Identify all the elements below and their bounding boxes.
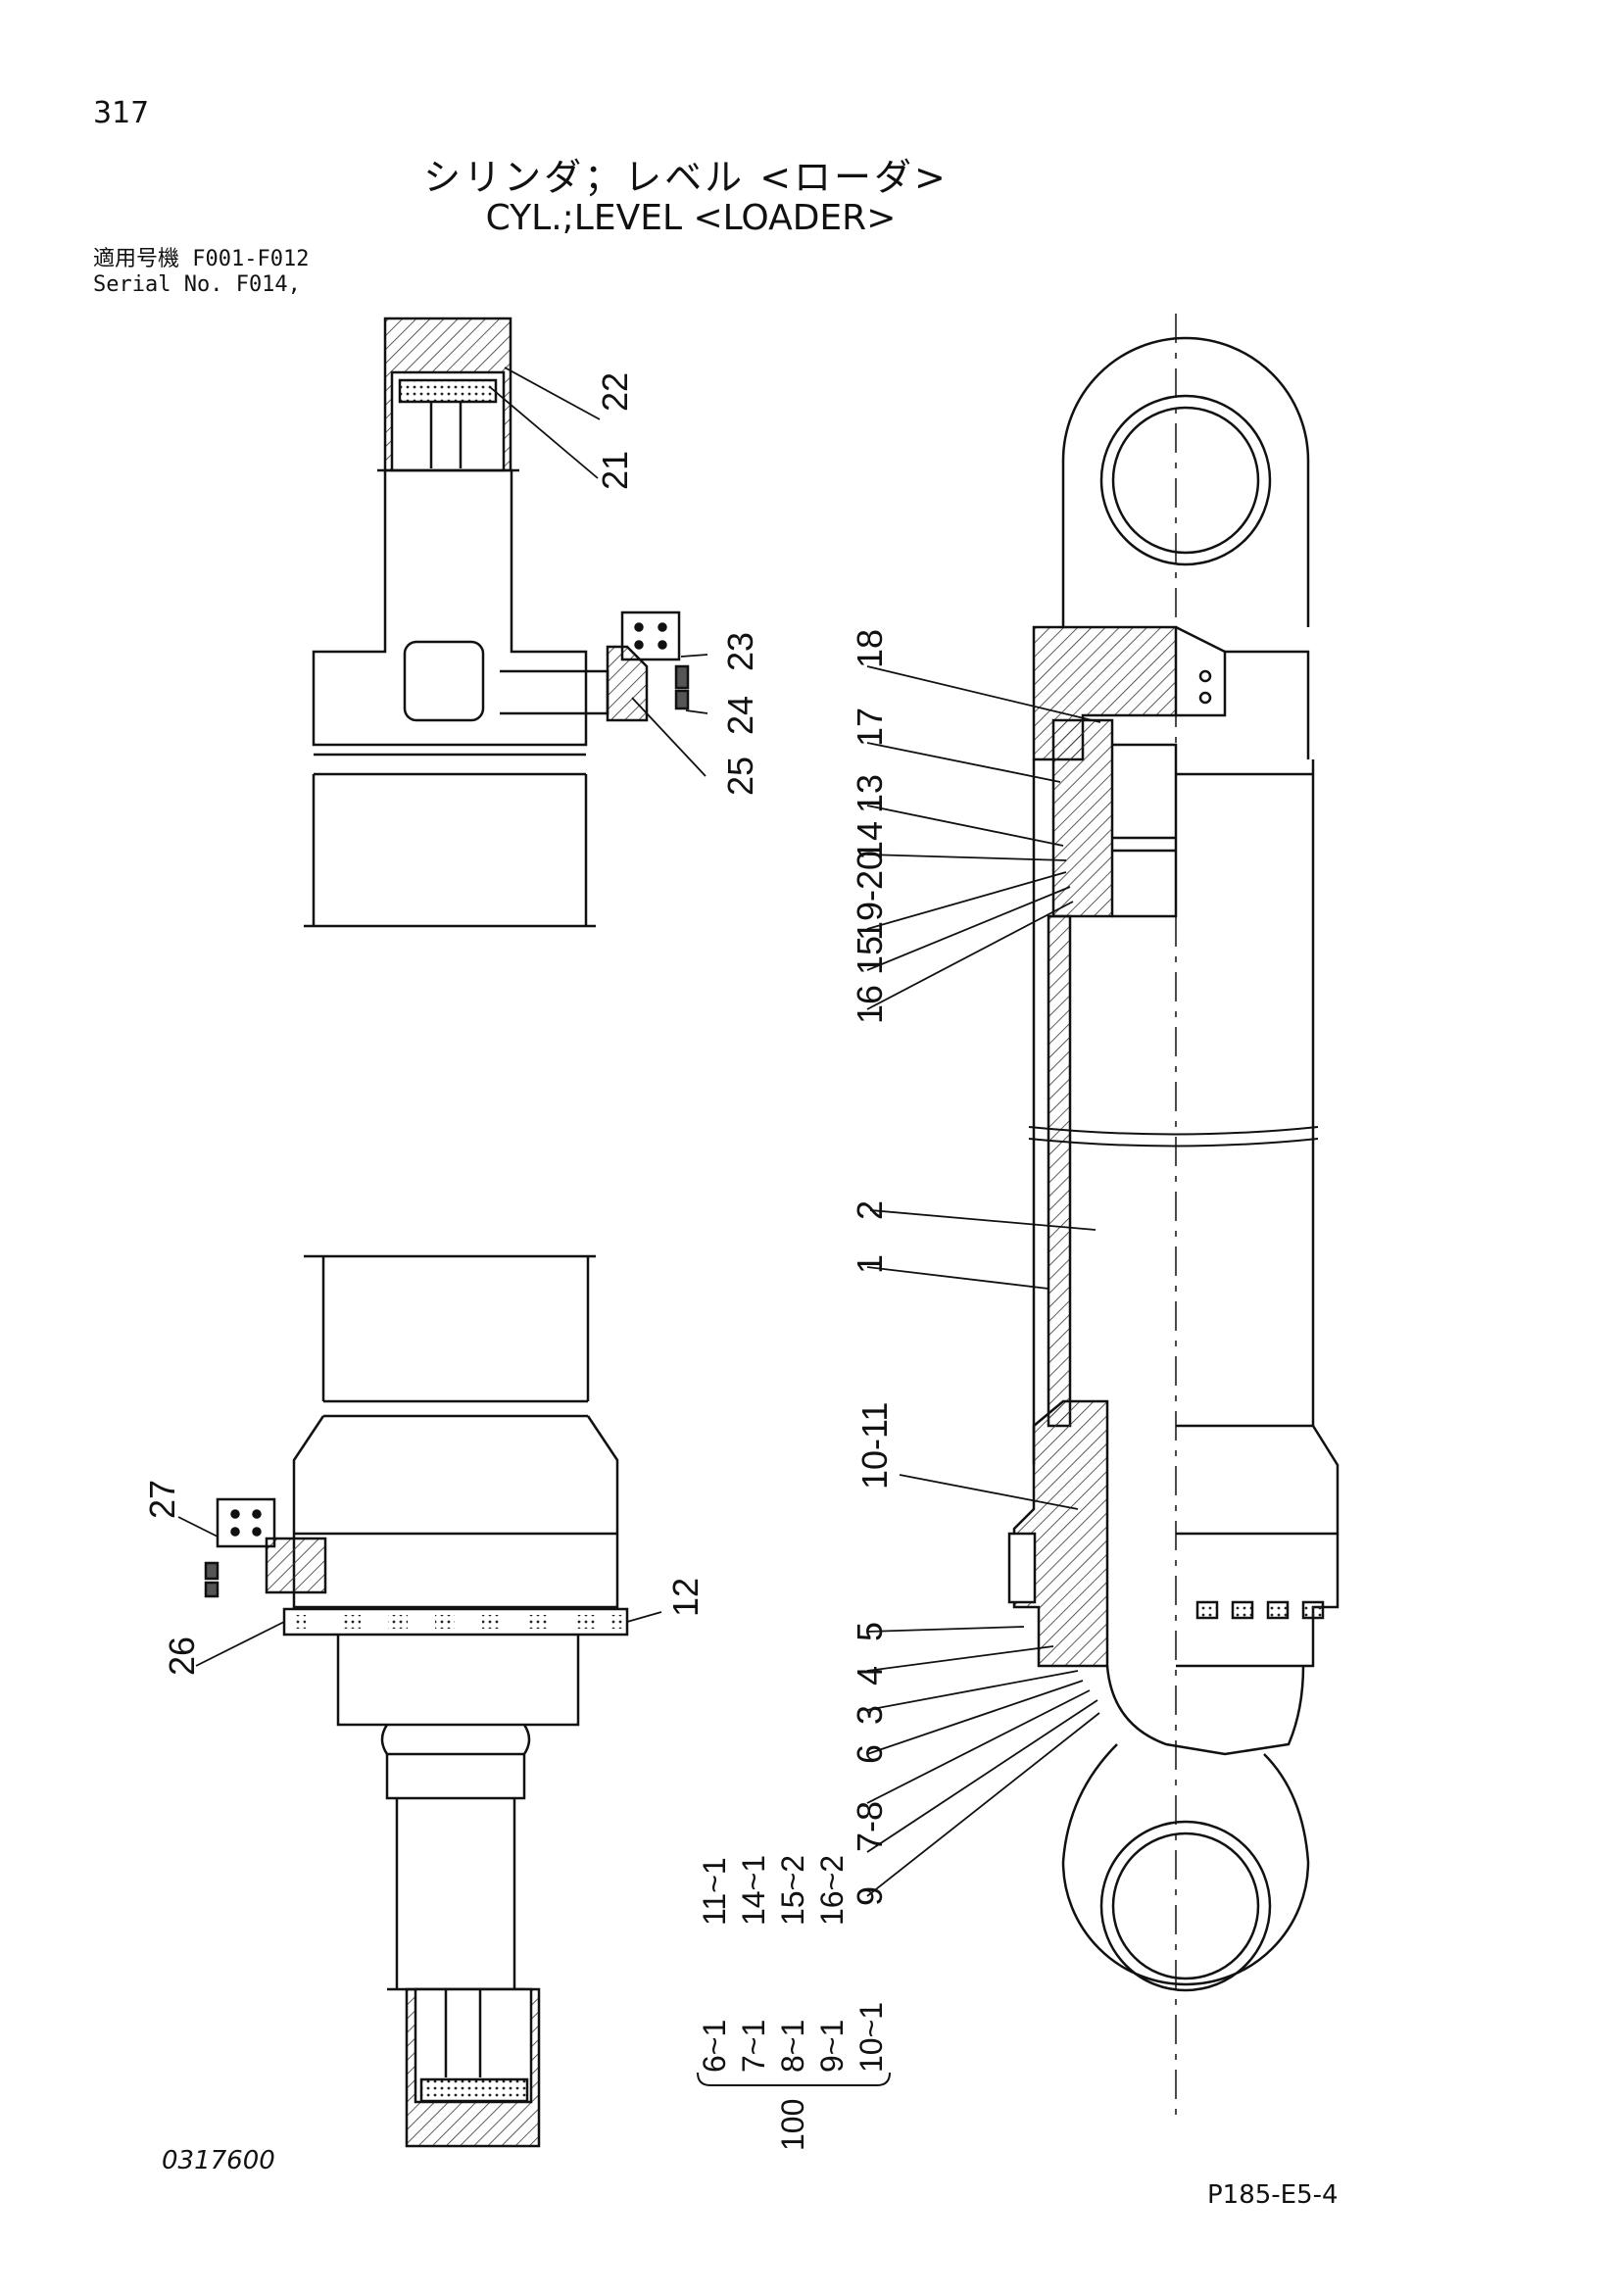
- kit-row-10: 10~1: [853, 2002, 889, 2073]
- leader-lines: [177, 366, 1101, 1897]
- head-bushing: [398, 378, 498, 404]
- callout-19-20: 19-20: [850, 851, 890, 941]
- port-boss: [403, 640, 485, 722]
- head-end-view: [304, 317, 690, 928]
- callout-13: 13: [850, 774, 890, 813]
- piston-section: [1051, 718, 1114, 918]
- kit-row-16: 16~2: [814, 1855, 850, 1926]
- callout-15: 15: [850, 936, 890, 975]
- callout-10-11: 10-11: [854, 1402, 895, 1490]
- callout-9: 9: [850, 1886, 890, 1906]
- page-number: 317: [93, 96, 150, 130]
- head-eye: [1061, 336, 1310, 627]
- callout-14: 14: [850, 821, 890, 860]
- tube-wall: [1047, 914, 1072, 1428]
- serial-line-en: Serial No. F014,: [93, 272, 301, 297]
- rod-seal-band: [282, 1607, 629, 1637]
- rod-end-view: [204, 1254, 629, 2148]
- port-flange: [606, 645, 649, 722]
- kit-row-6: 6~1: [697, 2020, 732, 2073]
- callout-1: 1: [850, 1254, 890, 1274]
- title-english: CYL.;LEVEL <LOADER>: [485, 198, 897, 238]
- callout-3: 3: [850, 1705, 890, 1725]
- callout-17: 17: [850, 708, 890, 747]
- callout-6: 6: [850, 1744, 890, 1764]
- port-block: [620, 611, 681, 661]
- drawing-number: 0317600: [162, 2146, 275, 2175]
- callout-4: 4: [850, 1666, 890, 1685]
- callouts: 22 21 23 24 25 27 26 12 18 17 13 14 19-2…: [142, 372, 895, 1906]
- rod-seal-teeth: [294, 1615, 623, 1629]
- callout-25: 25: [720, 757, 760, 796]
- gland-seal-teeth: [1195, 1600, 1325, 1620]
- kit-row-11: 11~1: [697, 1857, 732, 1926]
- kit-bracket: [697, 2072, 891, 2086]
- callout-27: 27: [142, 1480, 182, 1519]
- serial-line-jp: 適用号機 F001-F012: [93, 247, 310, 271]
- kit-row-9: 9~1: [814, 2020, 850, 2073]
- callout-12: 12: [665, 1578, 706, 1617]
- gland-section: [1012, 1399, 1109, 1668]
- callout-16: 16: [850, 985, 890, 1024]
- callout-21: 21: [595, 451, 635, 490]
- kit-row-7: 7~1: [736, 2020, 771, 2073]
- cylinder-section-view: [1007, 314, 1340, 2117]
- callout-22: 22: [595, 372, 635, 412]
- callout-24: 24: [720, 696, 760, 735]
- callout-7-8: 7-8: [850, 1801, 890, 1852]
- kit-label: 100: [775, 2099, 810, 2151]
- title-japanese: シリンダ；レベル <ローダ>: [423, 156, 949, 199]
- rod-bushing: [419, 2077, 529, 2103]
- page-code: P185-E5-4: [1207, 2180, 1339, 2210]
- serial-info: 適用号機 F001-F012 Serial No. F014,: [93, 247, 309, 298]
- callout-23: 23: [720, 632, 760, 671]
- rod-port-block: [216, 1497, 276, 1548]
- rod-eye: [1061, 1743, 1310, 1986]
- callout-5: 5: [850, 1622, 890, 1641]
- callout-26: 26: [162, 1637, 202, 1676]
- rod-port-flange: [265, 1537, 327, 1594]
- kit-row-8: 8~1: [775, 2020, 810, 2073]
- callout-2: 2: [850, 1200, 890, 1220]
- callout-18: 18: [850, 629, 890, 668]
- kit-row-15: 15~2: [775, 1855, 810, 1926]
- kit-row-14: 14~1: [736, 1855, 771, 1926]
- seal-kit-table: 11~1 14~1 15~2 16~2 6~1 7~1 8~1 9~1 10~1…: [697, 1855, 891, 2151]
